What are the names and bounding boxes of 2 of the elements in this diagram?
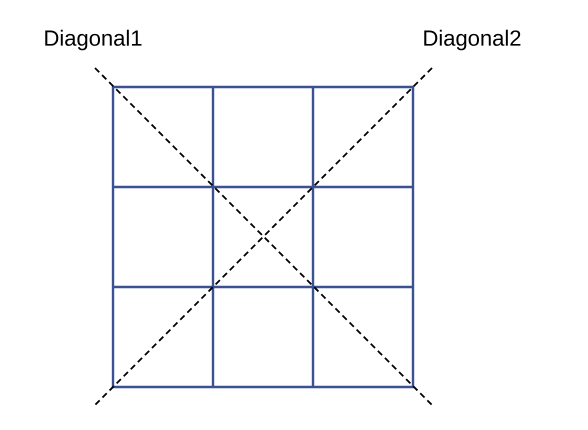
diagonal-label: Diagonal2	[424, 30, 520, 50]
diagonal-label: Diagonal1	[45, 30, 142, 50]
